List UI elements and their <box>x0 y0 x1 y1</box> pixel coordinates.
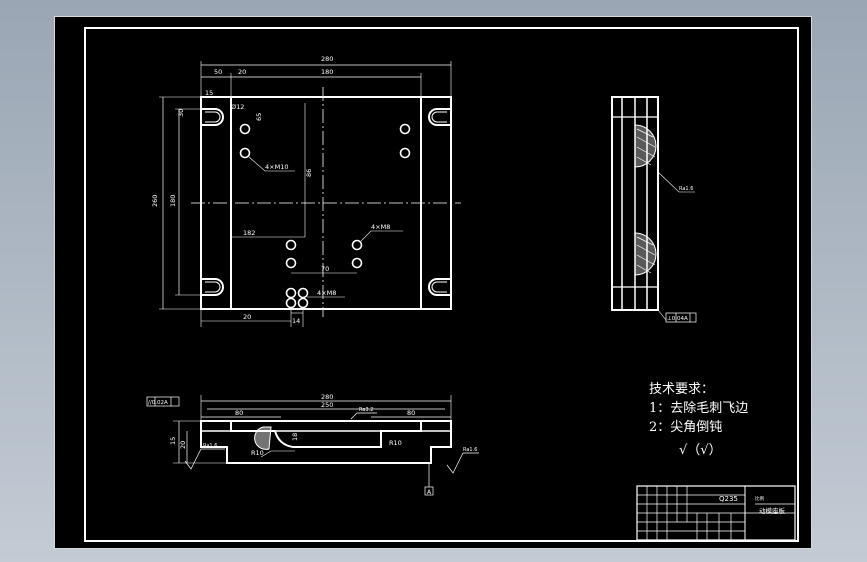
callout-holes-1: 4×M10 <box>265 163 288 171</box>
tech-item-2: 2：尖角倒钝 <box>649 420 723 435</box>
roughness-symbol: √（√） <box>679 443 722 458</box>
roughness-front-2: Ra3.2 <box>359 407 373 413</box>
title-part-name: 动模座板 <box>759 506 786 515</box>
dim-front-18: 18 <box>291 433 299 441</box>
dim-front-r10b: R10 <box>389 439 402 447</box>
roughness-front-1: Ra1.6 <box>203 443 217 449</box>
dim-front-15: 15 <box>169 437 177 445</box>
dim-front-20: 20 <box>179 441 187 449</box>
dim-front-overall: 280 <box>321 393 333 401</box>
dim-top-overall: 280 <box>321 55 333 63</box>
dim-top-gap: 20 <box>238 68 246 76</box>
tech-requirements: 技术要求： 1：去除毛刺飞边 2：尖角倒钝 √（√） <box>649 380 748 460</box>
dim-front-r10: R10 <box>251 449 264 457</box>
roughness-front-3: Ra1.6 <box>463 447 477 453</box>
dim-hole-left: Ø12 <box>231 103 244 111</box>
dim-top-left-offset: 50 <box>214 68 222 76</box>
dim-left-inner: 180 <box>169 195 177 207</box>
dim-front-250: 250 <box>321 401 333 409</box>
dim-70: 70 <box>321 265 329 273</box>
dim-bottom-14: 14 <box>292 317 300 325</box>
gdt-side: ⊥0.04A <box>667 316 688 322</box>
title-material: Q235 <box>719 495 738 503</box>
dim-front-right-80: 80 <box>407 409 415 417</box>
drawing-sheet: 280 50 20 180 15 Ø12 4×M10 4×M8 4×M8 182… <box>54 16 812 549</box>
dim-top-inner: 180 <box>321 68 333 76</box>
dim-bottom-20: 20 <box>243 313 251 321</box>
dim-slot-width: 15 <box>205 89 213 97</box>
gdt-front: //0.02A <box>148 400 168 406</box>
callout-holes-3: 4×M8 <box>317 289 336 297</box>
callout-holes-2: 4×M8 <box>371 223 390 231</box>
datum-a: A <box>427 489 432 496</box>
tech-heading: 技术要求： <box>649 382 715 397</box>
drawing-canvas: 280 50 20 180 15 Ø12 4×M10 4×M8 4×M8 182… <box>84 27 799 542</box>
side-view <box>611 96 697 323</box>
dim-182: 182 <box>243 229 255 237</box>
inner-frame <box>84 27 799 542</box>
dim-vert-86: 86 <box>305 169 313 177</box>
tech-item-1: 1：去除毛刺飞边 <box>649 401 749 416</box>
title-scale-label: 比例 <box>755 495 764 502</box>
dim-vert-65: 65 <box>255 113 263 121</box>
title-block <box>636 485 796 541</box>
dim-left-overall: 260 <box>151 195 159 207</box>
front-view <box>146 395 479 496</box>
dim-front-left-80: 80 <box>235 409 243 417</box>
roughness-side: Ra1.6 <box>679 186 693 192</box>
top-view <box>159 61 461 327</box>
dim-vert-30: 30 <box>177 109 185 117</box>
